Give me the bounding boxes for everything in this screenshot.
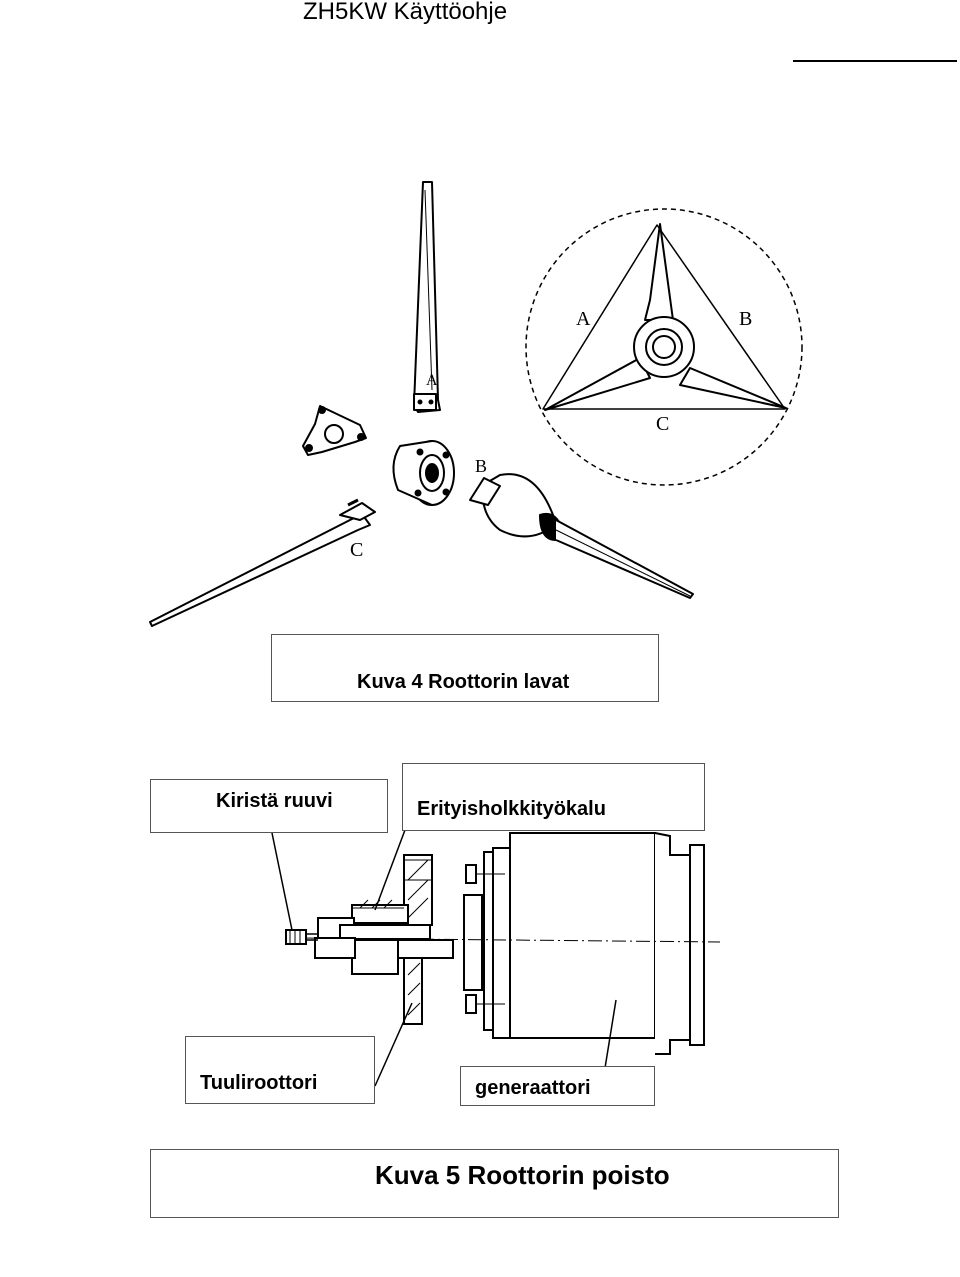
figure-5-caption: Kuva 5 Roottorin poisto [375, 1160, 670, 1190]
blade-a [413, 181, 441, 413]
label-wind-rotor-box: Tuuliroottori [185, 1036, 375, 1104]
label-special-tool-box: Erityisholkkityökalu [402, 763, 705, 831]
label-wind-rotor: Tuuliroottori [200, 1072, 318, 1094]
diagram-letter-a: A [576, 308, 591, 330]
page-title: ZH5KW Käyttöohje [303, 0, 508, 25]
assembly-diagram [525, 208, 803, 486]
blade-c [149, 498, 376, 627]
label-generator: generaattori [475, 1077, 591, 1099]
figure-4-caption: Kuva 4 Roottorin lavat [357, 671, 570, 693]
label-tighten-screw-box: Kiristä ruuvi [150, 779, 388, 833]
figure-4-rotor-blades: A B C A B C [149, 181, 803, 627]
blade-c-letter: C [350, 539, 363, 561]
hub-flange [392, 440, 455, 506]
tighten-screw [285, 929, 307, 945]
label-special-tool: Erityisholkkityökalu [417, 798, 606, 820]
diagram-letter-c: C [656, 413, 669, 435]
wind-rotor-arm [403, 957, 423, 1025]
nose-cone [469, 473, 694, 599]
label-generator-box: generaattori [460, 1066, 655, 1106]
blade-b-letter: B [475, 456, 487, 476]
generator-body [509, 832, 656, 1039]
blade-a-letter: A [426, 372, 438, 389]
header-rule [793, 60, 957, 62]
figure-4-caption-box: Kuva 4 Roottorin lavat [271, 634, 659, 702]
diagram-letter-b: B [739, 308, 752, 330]
hub-plate [302, 405, 367, 456]
special-tool-handle [403, 854, 433, 926]
figure-5-caption-box: Kuva 5 Roottorin poisto [150, 1149, 839, 1218]
label-tighten-screw: Kiristä ruuvi [216, 790, 333, 812]
